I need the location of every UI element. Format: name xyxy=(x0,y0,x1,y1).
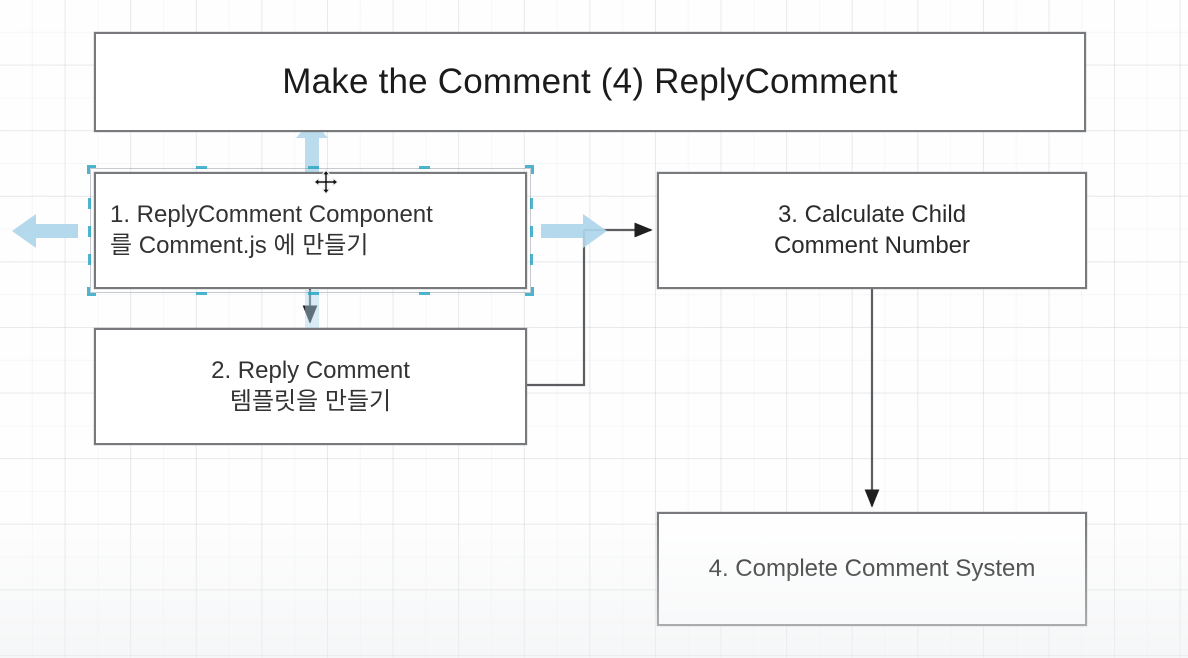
node-calculate-child-comment-number[interactable]: 3. Calculate Child Comment Number xyxy=(657,172,1087,289)
resize-handle-right-a[interactable] xyxy=(530,198,533,209)
resize-handle-left-middle[interactable] xyxy=(88,226,91,237)
resize-handle-bottom-b[interactable] xyxy=(419,292,430,295)
resize-handle-left-a[interactable] xyxy=(88,198,91,209)
resize-handle-top-b[interactable] xyxy=(419,166,430,169)
resize-handle-right-middle[interactable] xyxy=(530,226,533,237)
resize-handle-top-center[interactable] xyxy=(308,166,319,169)
node-reply-comment-template[interactable]: 2. Reply Comment 템플릿을 만들기 xyxy=(94,328,527,445)
diagram-title-box[interactable]: Make the Comment (4) ReplyComment xyxy=(94,32,1086,132)
resize-handle-left-b[interactable] xyxy=(88,254,91,265)
resize-handle-bottom-a[interactable] xyxy=(196,292,207,295)
direction-arrow-right-icon[interactable] xyxy=(539,209,613,253)
resize-handle-right-b[interactable] xyxy=(530,254,533,265)
resize-handle-top-a[interactable] xyxy=(196,166,207,169)
resize-handle-bottom-center[interactable] xyxy=(308,292,319,295)
node-complete-comment-system[interactable]: 4. Complete Comment System xyxy=(657,512,1087,626)
node-reply-comment-component[interactable]: 1. ReplyComment Component 를 Comment.js 에… xyxy=(94,172,527,289)
direction-arrow-left-icon[interactable] xyxy=(6,209,80,253)
edge-node2-to-node3 xyxy=(527,230,586,387)
